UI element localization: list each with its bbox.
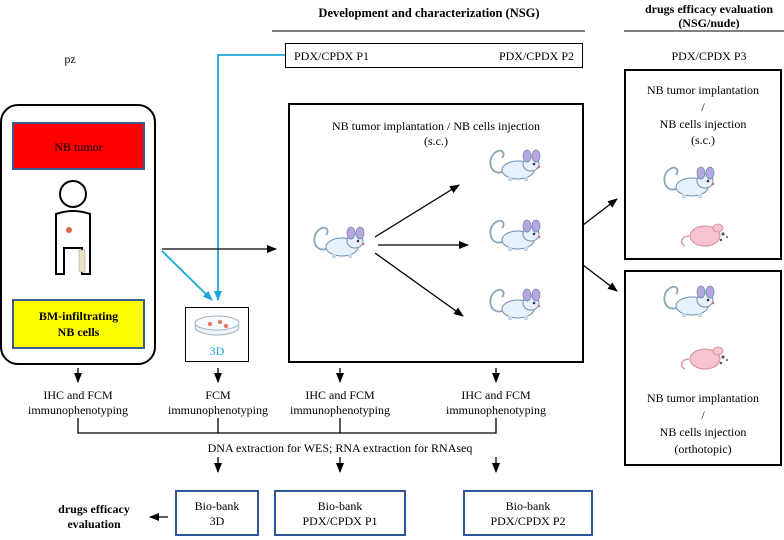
efficacy-title-line1: drugs efficacy evaluation: [645, 2, 773, 16]
bm-line2: NB cells: [57, 325, 100, 339]
biobank-p1-line1: Bio-bank: [317, 499, 363, 513]
biobank-3d: Bio-bank 3D: [175, 490, 259, 536]
implant-line1: NB tumor implantation / NB cells injecti…: [332, 119, 540, 133]
eff-top-line2: /: [701, 100, 705, 114]
development-title: Development and characterization (NSG): [318, 6, 540, 20]
efficacy-title-line2: (NSG/nude): [678, 16, 740, 30]
eff-top-line4: (s.c.): [691, 133, 715, 147]
phenotyping-col4-line1: IHC and FCM: [461, 388, 531, 402]
phenotyping-col3-line2: immunophenotyping: [290, 403, 390, 417]
passage-box: PDX/CPDX P1 PDX/CPDX P2: [285, 43, 583, 68]
phenotyping-col3-line1: IHC and FCM: [305, 388, 375, 402]
biobank-p1-line2: PDX/CPDX P1: [302, 514, 378, 528]
patient-figure-icon: [55, 180, 91, 275]
bm-line1: BM-infiltrating: [38, 309, 119, 323]
phenotyping-col1-line2: immunophenotyping: [28, 403, 128, 417]
passage-p1: PDX/CPDX P1: [294, 49, 370, 63]
footer-efficacy-line2: evaluation: [67, 517, 121, 531]
phenotyping-col2-line2: immunophenotyping: [168, 403, 268, 417]
biobank-3d-line1: Bio-bank: [194, 499, 240, 513]
eff-bot-line2: /: [701, 408, 705, 422]
bm-cells-box: BM-infiltrating NB cells: [12, 299, 145, 349]
eff-top-line3: NB cells injection: [659, 117, 747, 131]
phenotyping-col2-line1: FCM: [205, 388, 231, 402]
culture-3d-box: 3D: [185, 307, 249, 362]
eff-bot-line4: (orthotopic): [674, 442, 732, 456]
biobank-p1: Bio-bank PDX/CPDX P1: [274, 490, 406, 536]
nb-tumor-box: NB tumor: [12, 122, 145, 170]
patient-box: NB tumor BM-infiltrating NB cells: [0, 104, 156, 365]
efficacy-orthotopic-box: NB tumor implantation / NB cells injecti…: [624, 270, 782, 466]
eff-bot-line3: NB cells injection: [659, 425, 747, 439]
biobank-p2-line1: Bio-bank: [505, 499, 551, 513]
efficacy-sc-box: NB tumor implantation / NB cells injecti…: [624, 69, 782, 260]
pz-label: pz: [64, 52, 76, 66]
petri-dish-icon: [194, 315, 240, 336]
passage-p2: PDX/CPDX P2: [498, 49, 574, 63]
biobank-p2-line2: PDX/CPDX P2: [490, 514, 566, 528]
footer-efficacy-line1: drugs efficacy: [58, 502, 130, 516]
extraction-label: DNA extraction for WES; RNA extraction f…: [207, 441, 473, 455]
biobank-p2: Bio-bank PDX/CPDX P2: [463, 490, 593, 536]
biobank-3d-line2: 3D: [209, 514, 225, 528]
phenotyping-col4-line2: immunophenotyping: [446, 403, 546, 417]
eff-bot-line1: NB tumor implantation: [647, 391, 759, 405]
implant-line2: (s.c.): [424, 134, 448, 148]
phenotyping-col1-line1: IHC and FCM: [43, 388, 113, 402]
implantation-box: NB tumor implantation / NB cells injecti…: [288, 103, 584, 363]
nb-tumor-label: NB tumor: [54, 140, 103, 154]
p3-label: PDX/CPDX P3: [671, 49, 747, 63]
eff-top-line1: NB tumor implantation: [647, 83, 759, 97]
culture-3d-label: 3D: [209, 344, 225, 358]
